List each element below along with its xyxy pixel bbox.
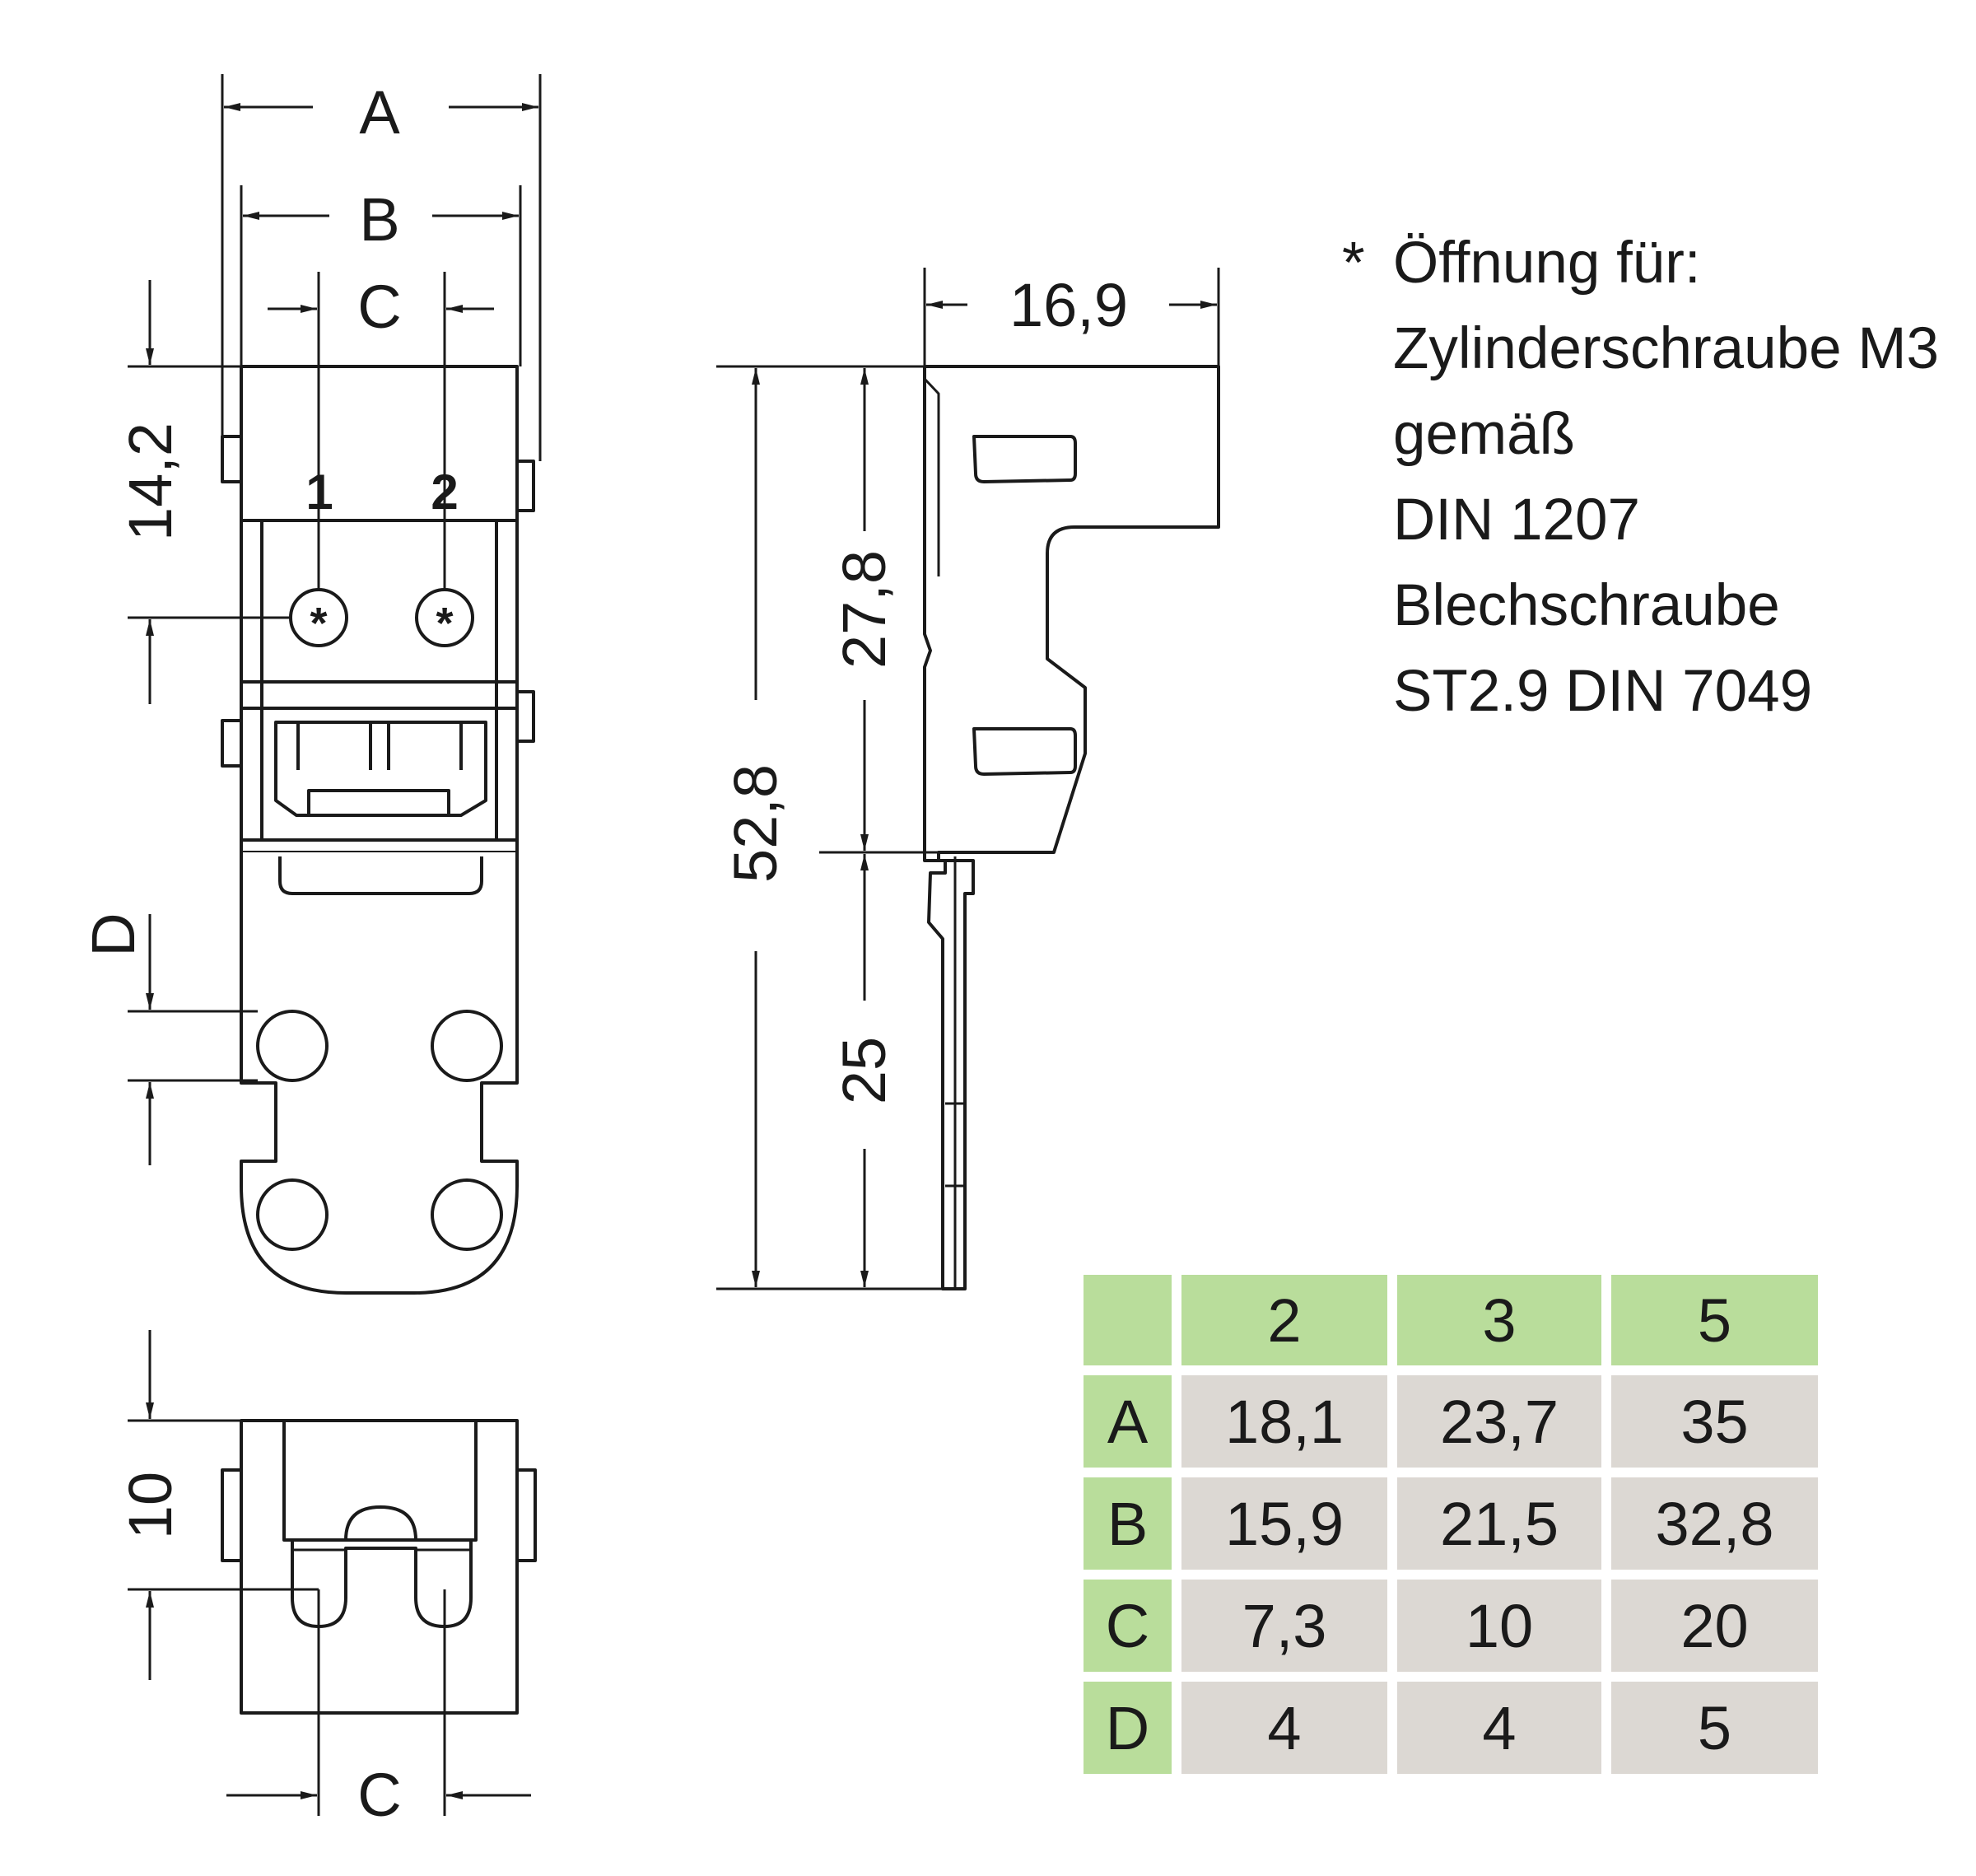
bottom-view — [221, 1419, 537, 1715]
table-cell: 23,7 — [1397, 1375, 1601, 1468]
table-cell: 21,5 — [1397, 1477, 1601, 1570]
front-view — [221, 365, 535, 1295]
dim-label-10: 10 — [116, 1472, 184, 1539]
note-line: gemäß — [1393, 402, 1575, 467]
table-cell: 5 — [1611, 1682, 1818, 1774]
table-cell: 20 — [1611, 1580, 1818, 1672]
dim-label-16-9: 16,9 — [1009, 271, 1128, 339]
table-row-header: B — [1084, 1477, 1172, 1570]
dimension-table: 2 3 5 A 18,1 23,7 35 B 15,9 21,5 32,8 C … — [1074, 1265, 1828, 1784]
table-column-header: 3 — [1397, 1275, 1601, 1365]
table-cell: 7,3 — [1181, 1580, 1387, 1672]
table-row-header: A — [1084, 1375, 1172, 1468]
table-row-header: C — [1084, 1580, 1172, 1672]
dim-label-52-8: 52,8 — [721, 764, 790, 883]
table-cell: 35 — [1611, 1375, 1818, 1468]
table-cell: 32,8 — [1611, 1477, 1818, 1570]
note-line: Zylinderschraube M3 — [1393, 316, 1939, 381]
note-line: Blechschraube — [1393, 573, 1780, 638]
pin-label-2: 2 — [431, 464, 458, 520]
table-cell: 15,9 — [1181, 1477, 1387, 1570]
dim-label-c-bottom: C — [357, 1761, 401, 1829]
note-line: DIN 1207 — [1393, 488, 1640, 553]
table-corner-cell — [1084, 1275, 1172, 1365]
table-cell: 4 — [1397, 1682, 1601, 1774]
dim-label-c-top: C — [357, 273, 401, 341]
table-cell: 4 — [1181, 1682, 1387, 1774]
dim-label-b: B — [359, 185, 399, 254]
table-row: C 7,3 10 20 — [1084, 1580, 1818, 1672]
table-row: A 18,1 23,7 35 — [1084, 1375, 1818, 1468]
note-line: ST2.9 DIN 7049 — [1393, 659, 1813, 724]
side-view — [923, 365, 1220, 1290]
table-column-header: 5 — [1611, 1275, 1818, 1365]
hole-mark-2: * — [436, 599, 453, 648]
dim-label-25: 25 — [830, 1037, 898, 1104]
table-header-row: 2 3 5 — [1084, 1275, 1818, 1365]
table-cell: 18,1 — [1181, 1375, 1387, 1468]
table-row: D 4 4 5 — [1084, 1682, 1818, 1774]
pin-label-1: 1 — [305, 464, 333, 520]
note-marker: * — [1342, 231, 1365, 296]
table-row: B 15,9 21,5 32,8 — [1084, 1477, 1818, 1570]
table-column-header: 2 — [1181, 1275, 1387, 1365]
note-line: Öffnung für: — [1393, 231, 1701, 296]
dim-label-d: D — [79, 912, 147, 956]
dim-label-27-8: 27,8 — [830, 550, 898, 669]
dim-label-14-2: 14,2 — [116, 422, 184, 541]
table-row-header: D — [1084, 1682, 1172, 1774]
dim-label-a: A — [359, 78, 400, 147]
hole-mark-1: * — [310, 599, 327, 648]
table-cell: 10 — [1397, 1580, 1601, 1672]
